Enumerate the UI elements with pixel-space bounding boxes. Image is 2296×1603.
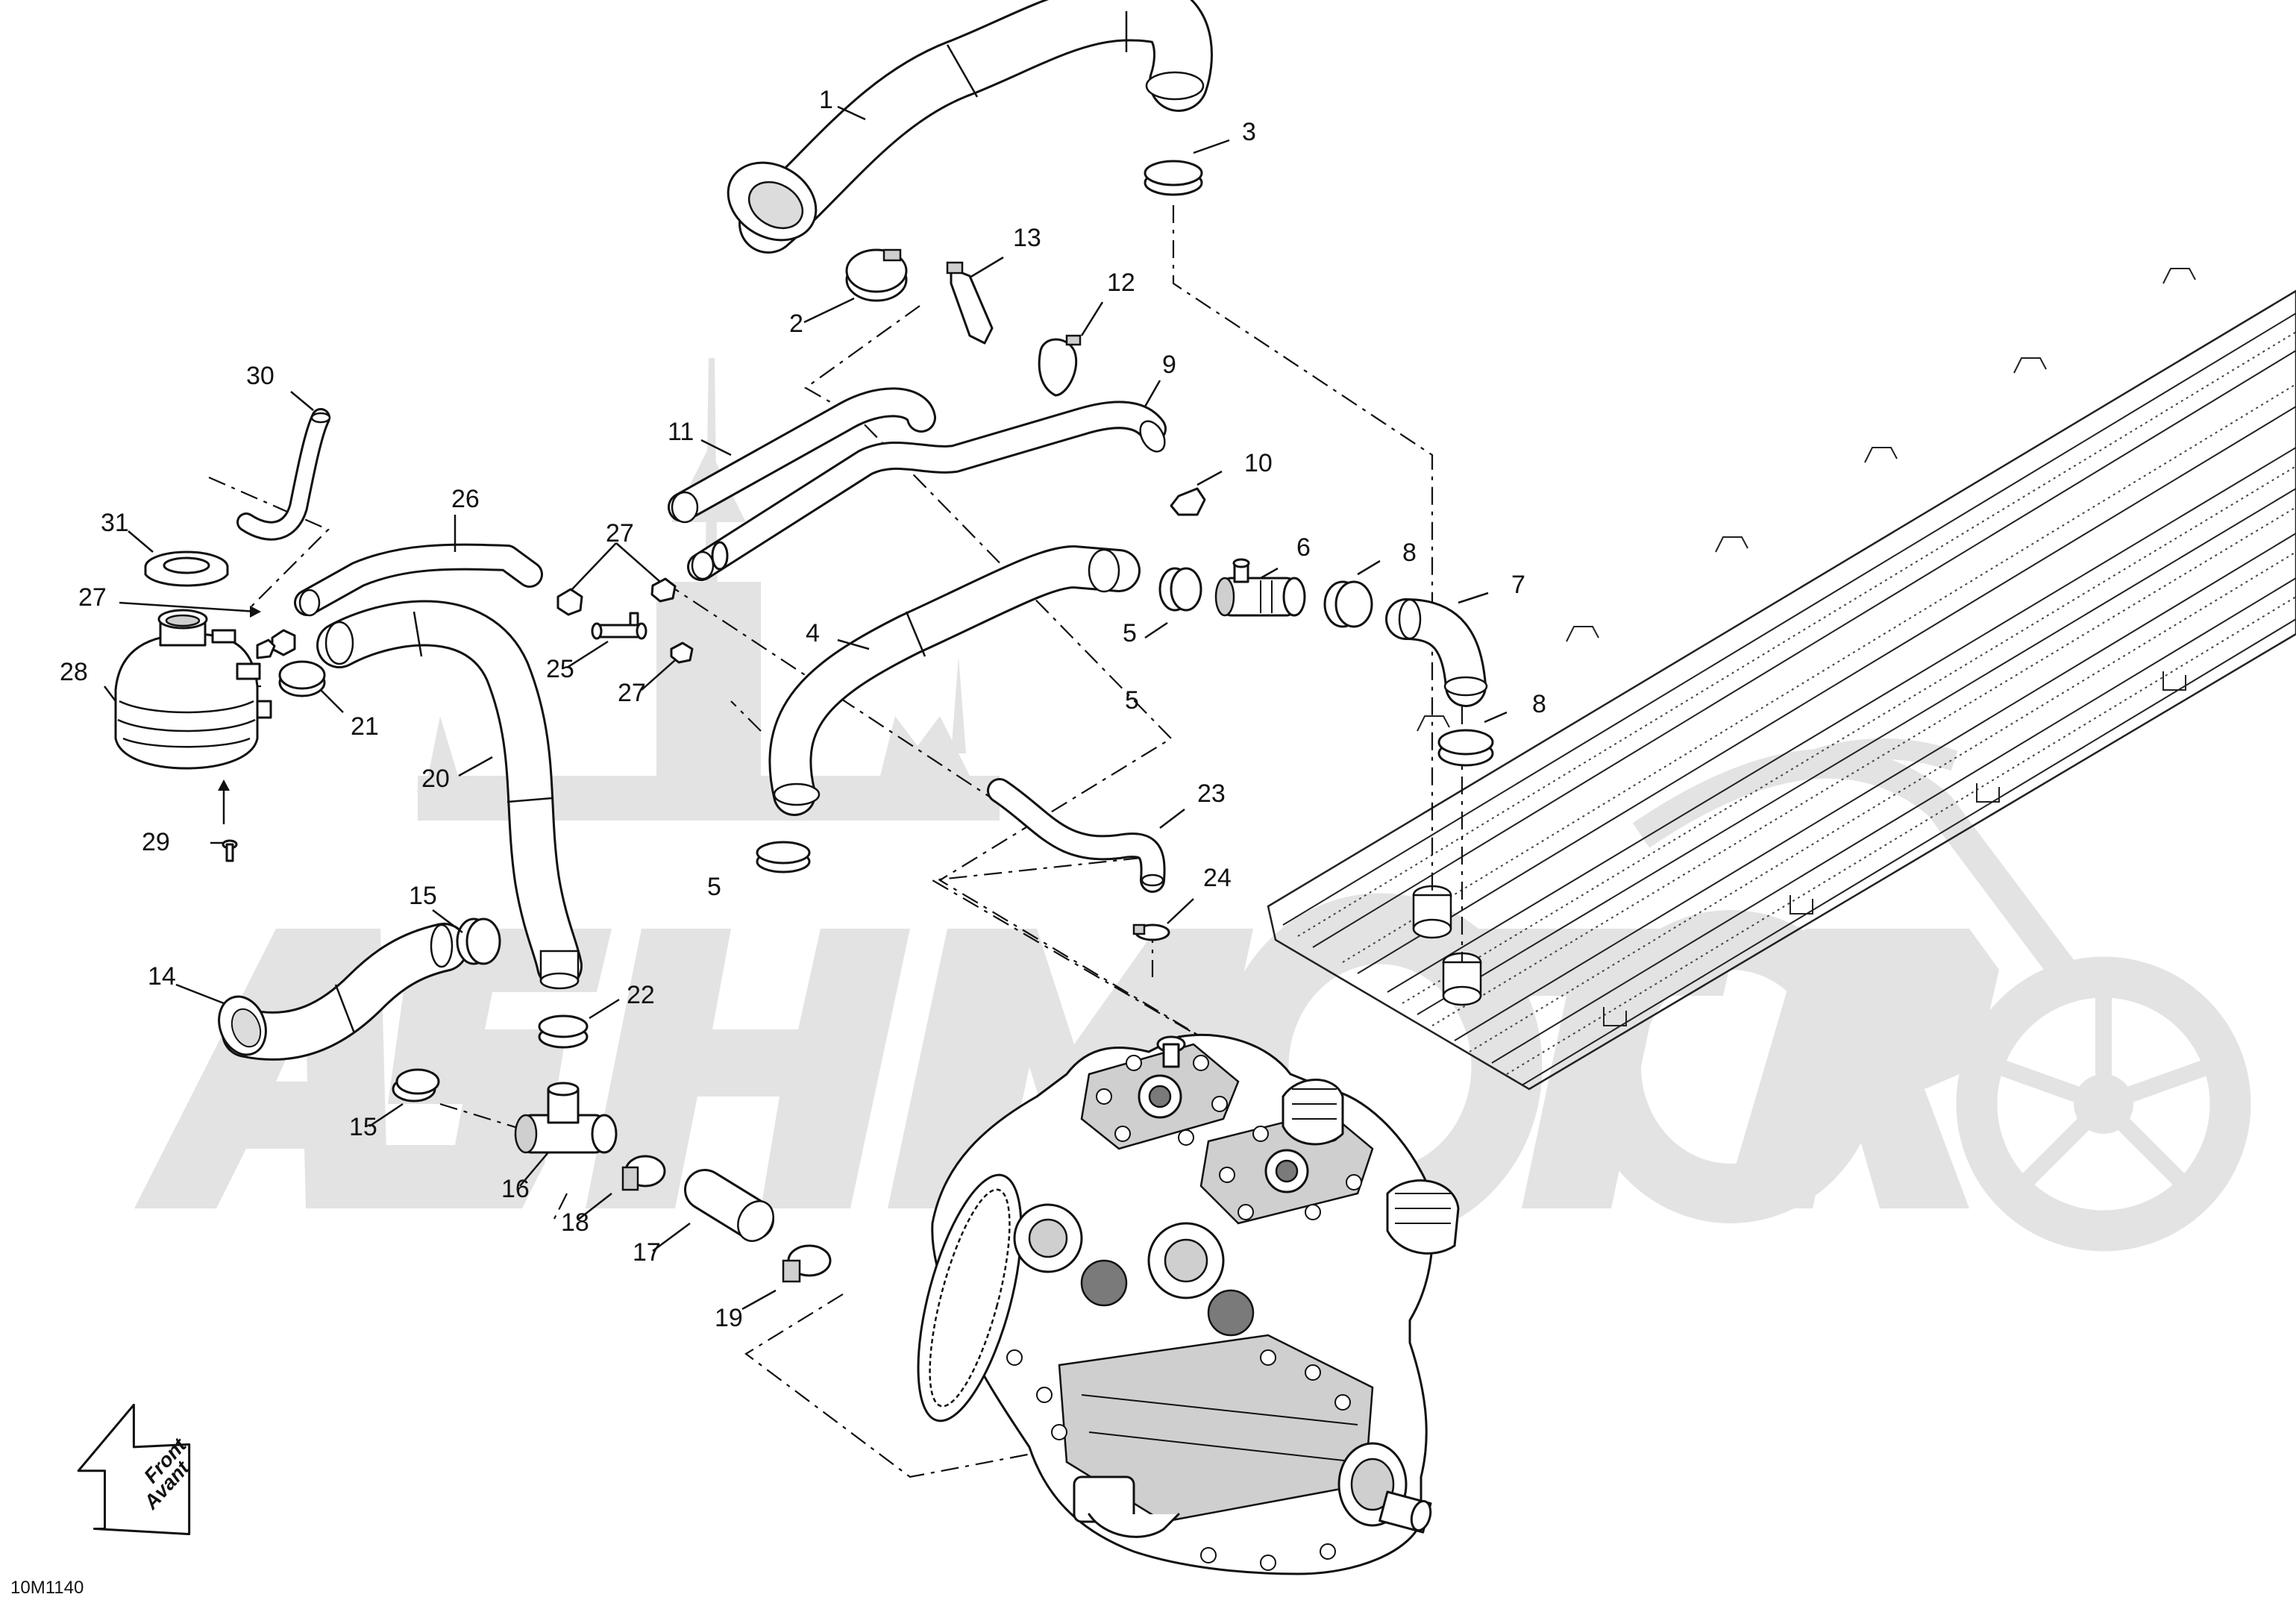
- cap-31-icon: [144, 550, 229, 587]
- callout-2: 2: [789, 310, 803, 338]
- callout-18: 18: [561, 1208, 589, 1237]
- callout-17: 17: [633, 1238, 661, 1267]
- callout-7: 7: [1511, 571, 1525, 599]
- hose-14-icon: [218, 923, 468, 1061]
- hose-17-icon: [684, 1169, 774, 1242]
- clamp-5b-icon: [756, 841, 811, 873]
- fitting-16-icon: [514, 1082, 618, 1154]
- connector-25-icon: [591, 612, 647, 640]
- callout-24: 24: [1203, 864, 1232, 892]
- callout-30: 30: [246, 362, 275, 390]
- callout-8: 8: [1532, 690, 1546, 718]
- clamp-2-icon: [845, 248, 908, 302]
- hose-30-icon: [236, 408, 331, 541]
- clamp-15b-icon: [392, 1068, 440, 1102]
- callout-1: 1: [819, 86, 833, 114]
- callout-29: 29: [142, 828, 170, 856]
- clamp-24-icon: [1132, 923, 1170, 941]
- clamp-27c-icon: [650, 577, 677, 603]
- clamp-21-icon: [278, 660, 326, 697]
- callout-15: 15: [409, 882, 437, 910]
- callout-5: 5: [1123, 619, 1137, 647]
- clamp-27a-icon: [256, 629, 296, 659]
- callout-27: 27: [606, 519, 634, 548]
- callout-16: 16: [501, 1175, 530, 1203]
- callout-10: 10: [1244, 449, 1273, 477]
- callout-13: 13: [1013, 224, 1041, 252]
- callout-20: 20: [421, 765, 450, 793]
- callout-5: 5: [707, 873, 721, 901]
- callout-21: 21: [351, 712, 379, 741]
- clamp-27b-icon: [556, 588, 583, 616]
- fitting-6-icon: [1214, 558, 1306, 617]
- callout-25: 25: [546, 655, 574, 683]
- clamp-22-icon: [538, 1014, 589, 1049]
- callout-4: 4: [806, 619, 820, 647]
- clamp-27d-icon: [670, 641, 694, 664]
- hose-11-icon: [668, 387, 936, 524]
- callout-8: 8: [1402, 539, 1417, 567]
- leader-arrowheads: [218, 606, 261, 824]
- callout-5: 5: [1125, 686, 1139, 715]
- clamp-18-icon: [621, 1155, 666, 1191]
- clamp-3-icon: [1144, 160, 1203, 196]
- hose-4-icon: [768, 545, 1141, 816]
- hose-23-icon: [987, 778, 1166, 893]
- callout-6: 6: [1296, 533, 1311, 562]
- clamp-15a-icon: [456, 917, 501, 965]
- leader-lines: [104, 105, 1508, 1311]
- clamp-8a-icon: [1323, 580, 1373, 628]
- callout-28: 28: [60, 658, 88, 686]
- hose-9-icon: [687, 401, 1167, 581]
- clamp-12-icon: [1038, 334, 1082, 397]
- callout-26: 26: [451, 485, 480, 513]
- clamp-13-icon: [946, 261, 994, 345]
- callout-19: 19: [715, 1304, 743, 1332]
- callout-31: 31: [101, 509, 129, 537]
- fitting-11-end-icon: [711, 541, 729, 571]
- hose-7-icon: [1385, 598, 1488, 707]
- callout-15: 15: [349, 1113, 377, 1141]
- clamp-8b-icon: [1437, 729, 1494, 767]
- clamp-5a-icon: [1158, 567, 1202, 612]
- callout-12: 12: [1107, 269, 1135, 297]
- front-avant-arrow-icon: Front Avant: [77, 1403, 194, 1536]
- callout-27: 27: [618, 679, 646, 707]
- hose-20-icon: [316, 600, 583, 990]
- drawing-code: 10M1140: [10, 1578, 84, 1598]
- hose-26-icon: [294, 543, 543, 617]
- callout-11: 11: [668, 418, 694, 446]
- callout-22: 22: [627, 981, 655, 1009]
- callout-23: 23: [1197, 779, 1226, 808]
- hoses: [218, 0, 1488, 1242]
- engine-icon: [917, 1034, 1460, 1575]
- callout-27: 27: [78, 583, 107, 612]
- heat-exchanger-icon: [1267, 268, 2296, 1091]
- reservoir-28-icon: [114, 609, 272, 770]
- screw-29-icon: [222, 839, 238, 862]
- clamp-19-icon: [782, 1244, 832, 1283]
- cap-10-icon: [1170, 487, 1206, 516]
- callout-9: 9: [1162, 351, 1176, 379]
- hose-1-icon: [727, 0, 1213, 254]
- callout-14: 14: [148, 962, 176, 991]
- callout-3: 3: [1242, 118, 1256, 146]
- clamps-fittings: [222, 160, 1494, 1283]
